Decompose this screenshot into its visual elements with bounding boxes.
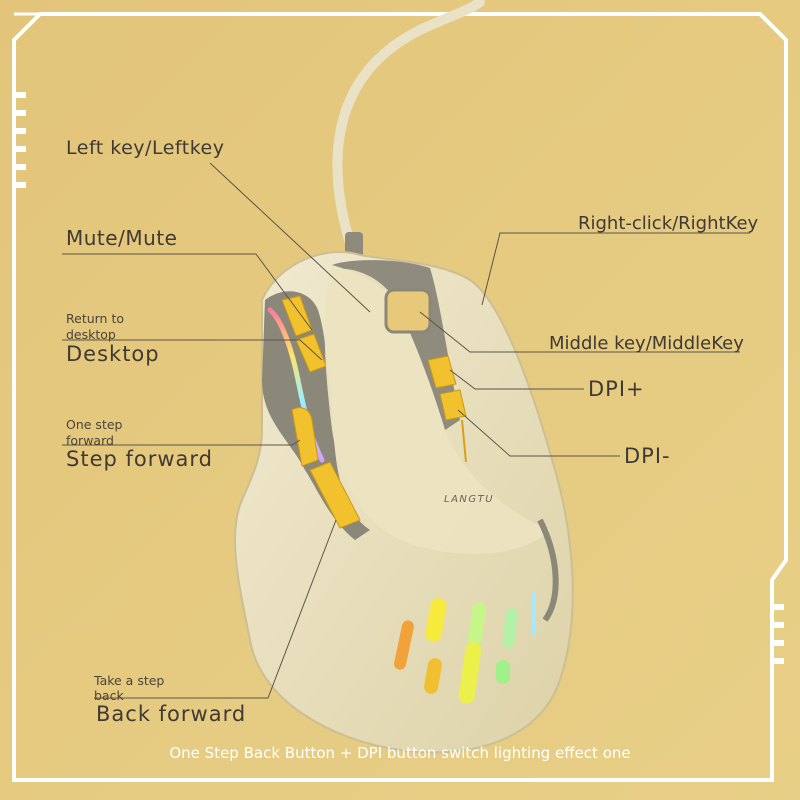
mouse-cable <box>332 0 485 255</box>
left-click-panel <box>324 268 550 554</box>
palm-trim <box>537 518 559 622</box>
scroll-wheel <box>384 288 432 334</box>
frame-border <box>12 12 788 782</box>
label-desktop: Desktop <box>66 342 160 366</box>
label-right-click: Right-click/RightKey <box>578 213 759 234</box>
palm-vents <box>394 592 536 704</box>
label-dpi-minus: DPI- <box>624 444 671 468</box>
label-step-forward: Step forward <box>66 447 214 471</box>
back-button <box>309 461 361 529</box>
label-dpi-plus: DPI+ <box>588 377 645 401</box>
label-desktop-small-1: Return to <box>66 311 125 326</box>
label-forward-small-1: One step <box>66 417 123 432</box>
dpi-minus-button <box>439 389 467 421</box>
caption: One Step Back Button + DPI button switch… <box>169 744 631 762</box>
label-back-small-1: Take a step <box>94 673 165 688</box>
frame-ticks <box>16 92 784 664</box>
label-left-key: Left key/Leftkey <box>66 137 225 159</box>
label-back-small-2: back <box>94 688 124 703</box>
label-mute: Mute/Mute <box>66 226 178 250</box>
dpi-plus-button <box>427 355 457 389</box>
label-back-forward: Back forward <box>96 702 247 726</box>
label-forward-small-2: forward <box>66 433 114 448</box>
brand-logo: LANGTU <box>444 494 495 505</box>
forward-button <box>291 407 319 467</box>
label-desktop-small-2: desktop <box>66 327 116 342</box>
label-middle-key: Middle key/MiddleKey <box>549 333 744 354</box>
callout-lines <box>62 162 750 699</box>
